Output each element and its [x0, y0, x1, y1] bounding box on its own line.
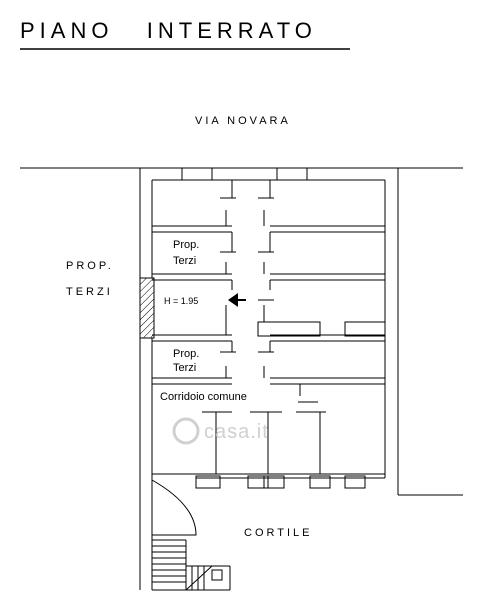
corridor-label: Corridoio comune	[160, 391, 247, 403]
neighbour-label-line2: TERZI	[66, 286, 113, 298]
staircase	[151, 479, 231, 591]
light-wells	[181, 167, 308, 181]
building-walls	[139, 168, 463, 590]
street-label: VIA NOVARA	[195, 115, 291, 127]
direction-arrow-icon	[228, 293, 246, 307]
watermark-logo-icon	[172, 417, 200, 445]
left-cellars	[152, 180, 233, 385]
corridor-door-ticks	[220, 197, 274, 353]
right-cellars	[257, 180, 386, 385]
neighbour-label-line1: PROP.	[66, 260, 114, 272]
courtyard-label: CORTILE	[244, 527, 312, 539]
room-a-label-line1: Prop.	[173, 239, 199, 251]
room-a-label-line2: Terzi	[173, 255, 196, 267]
plan-title: PIANO INTERRATO	[20, 18, 317, 43]
watermark-text: casa.it	[204, 421, 269, 443]
watermark: casa.it	[172, 417, 269, 445]
height-label: H = 1.95	[164, 296, 198, 306]
hatched-wall	[139, 277, 155, 339]
room-b-label-line1: Prop.	[173, 348, 199, 360]
lower-cellars	[152, 384, 385, 489]
room-b-label-line2: Terzi	[173, 362, 196, 374]
